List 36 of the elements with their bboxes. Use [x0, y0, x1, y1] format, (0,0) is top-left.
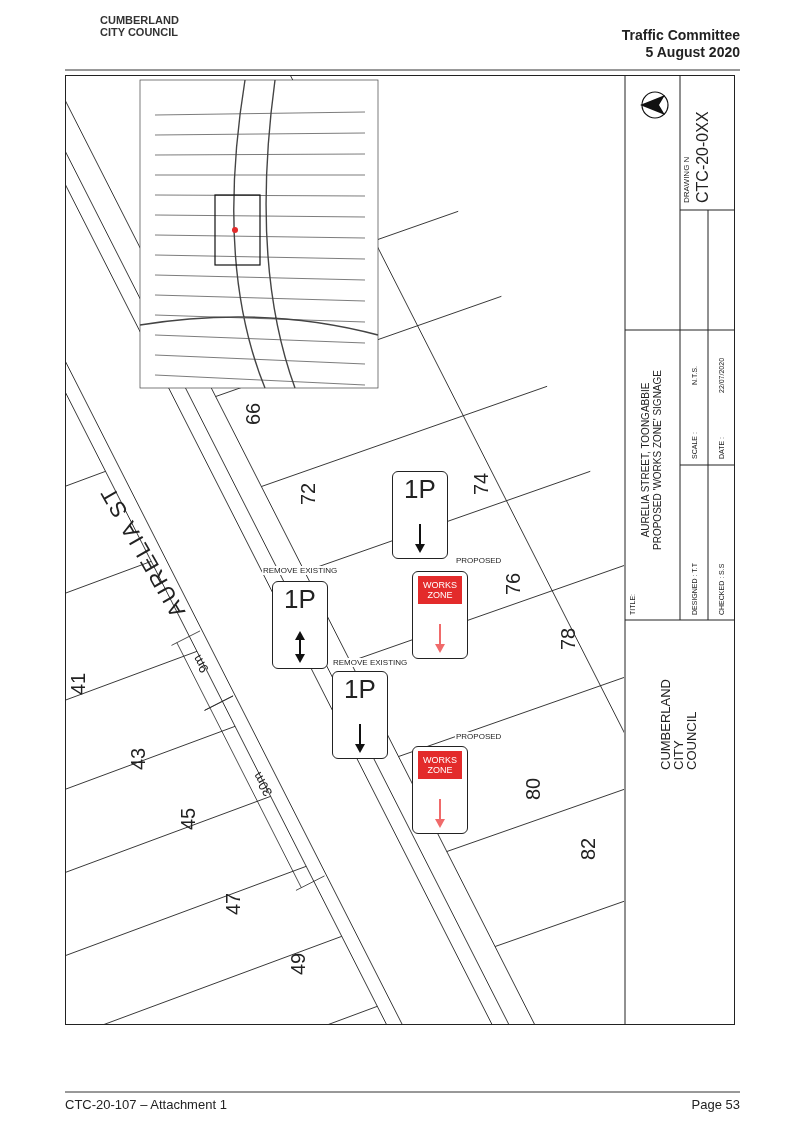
document-reference: CTC-20-107 – Attachment 1: [65, 1097, 227, 1112]
lot-number: 78: [557, 627, 580, 650]
lot-number: 41: [67, 672, 90, 695]
letterhead-text: CUMBERLAND CITY COUNCIL: [100, 14, 180, 38]
lot-number: 66: [242, 402, 265, 425]
lot-number: 45: [177, 807, 200, 830]
page-number: Page 53: [691, 1097, 740, 1112]
committee-name: Traffic Committee: [621, 27, 740, 43]
lot-number: 47: [222, 892, 245, 915]
field-label: DRAWING N: [682, 156, 691, 203]
meeting-date: 5 August 2020: [645, 44, 740, 60]
lot-number: 49: [287, 952, 310, 975]
parking-sign: [392, 471, 448, 559]
dimension-label: 9m: [189, 652, 212, 676]
parking-sign: [332, 671, 388, 759]
lot-number: 80: [522, 777, 545, 800]
sign-status-note: PROPOSED: [455, 556, 503, 565]
lot-number: 76: [502, 572, 525, 595]
works-zone-panel: WORKS ZONE: [418, 576, 462, 604]
lot-number: 82: [577, 837, 600, 860]
lot-number: 43: [127, 747, 150, 770]
sign-status-note: REMOVE EXISTING: [262, 566, 339, 575]
works-zone-sign: [412, 746, 468, 834]
sign-text: 1P: [344, 676, 376, 702]
drawing-title: AURELIA STREET, TOONGABBIE PROPOSED 'WORKS ZONE' SIGNAGE: [640, 369, 664, 552]
parking-sign: [272, 581, 328, 669]
sign-text: 1P: [284, 586, 316, 612]
works-zone-sign: [412, 571, 468, 659]
sign-status-note: PROPOSED: [455, 732, 503, 741]
sign-text: 1P: [404, 476, 436, 502]
lot-number: 74: [470, 472, 493, 495]
works-zone-panel: WORKS ZONE: [418, 751, 462, 779]
council-name: CUMBERLAND CITY COUNCIL: [659, 679, 698, 770]
drawing-number: CTC-20-0XX: [694, 111, 712, 203]
sign-status-note: REMOVE EXISTING: [332, 658, 409, 667]
lot-number: 72: [297, 482, 320, 505]
